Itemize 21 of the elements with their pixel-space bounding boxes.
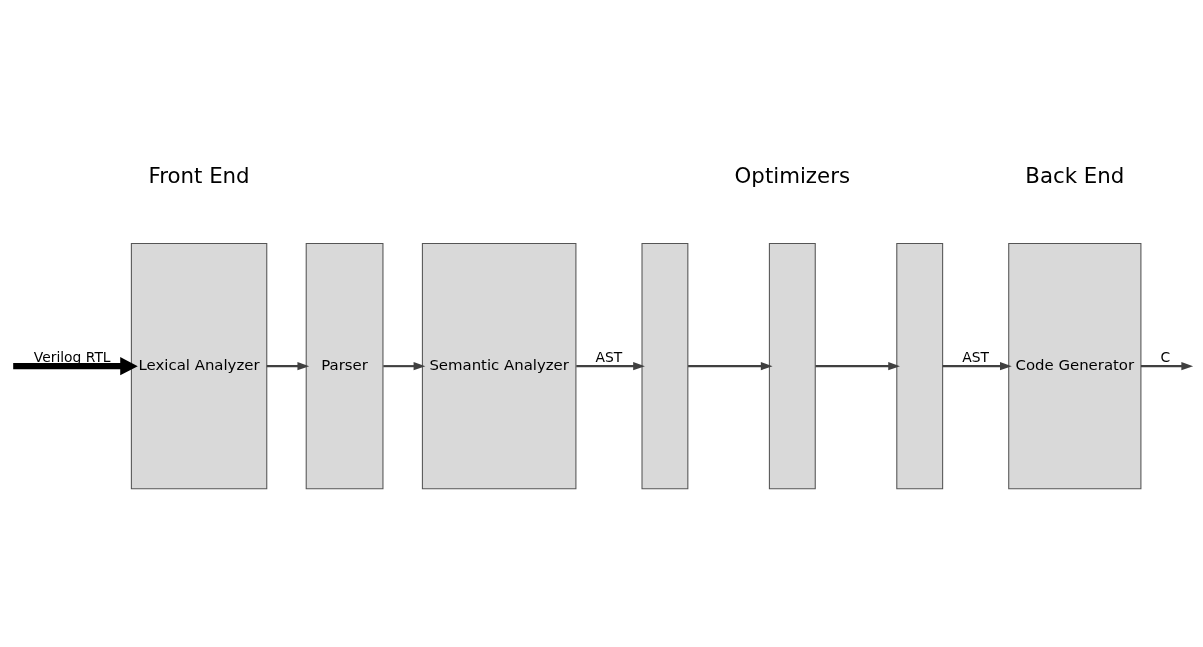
node-box: Semantic Analyzer	[421, 243, 577, 490]
label: Back End	[1025, 162, 1125, 188]
node-box	[896, 243, 944, 490]
arrow	[383, 362, 426, 371]
edge-label: Verilog RTL	[33, 349, 111, 366]
arrow	[815, 362, 900, 371]
node-box	[768, 243, 816, 490]
label: Front End	[148, 162, 250, 188]
label: Optimizers	[734, 162, 851, 188]
edge-label: AST	[595, 349, 623, 366]
node-box: Code Generator	[1008, 243, 1142, 490]
arrow	[1140, 362, 1194, 371]
edge-label: C	[1160, 349, 1171, 366]
arrow	[576, 362, 645, 371]
node-box: Parser	[305, 243, 384, 490]
edge-label: AST	[962, 349, 990, 366]
arrow	[266, 362, 310, 371]
arrow	[688, 362, 773, 371]
node-box: Lexical Analyzer	[130, 243, 268, 490]
arrow	[942, 362, 1012, 371]
node-box	[641, 243, 689, 490]
